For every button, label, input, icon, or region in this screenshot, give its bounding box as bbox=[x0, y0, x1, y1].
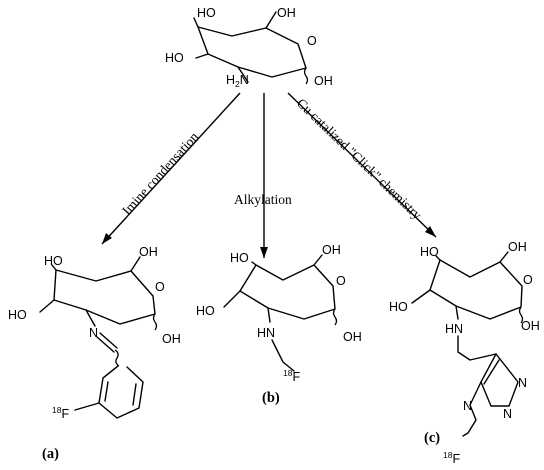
oh-label: OH bbox=[322, 243, 341, 257]
triazole-n1-label: N bbox=[463, 399, 472, 413]
oh-label: OH bbox=[521, 319, 540, 333]
ho-label: HO bbox=[197, 6, 216, 20]
oh-label: OH bbox=[508, 240, 527, 254]
imine-nitrogen-label: N bbox=[89, 326, 98, 340]
click-arrowhead bbox=[425, 226, 436, 237]
ho-label: HO bbox=[389, 300, 408, 314]
alkylation-label: Alkylation bbox=[234, 192, 292, 207]
triazole-n2-label: N bbox=[503, 407, 512, 421]
click-arrow bbox=[287, 92, 437, 238]
oh-label: OH bbox=[343, 330, 362, 344]
fluorine-18-label: 18F bbox=[443, 450, 460, 466]
reaction-arrows bbox=[101, 92, 437, 258]
ring-oxygen-label: O bbox=[307, 34, 317, 48]
amine-hn-label: HN bbox=[445, 322, 463, 336]
imine-arrow bbox=[101, 92, 241, 245]
alkylation-arrowhead bbox=[260, 247, 268, 258]
fluorine-18-label: 18F bbox=[283, 368, 300, 384]
oh-label: OH bbox=[139, 245, 158, 259]
glucosamine-structure: HO OH O HO OH H2N bbox=[165, 6, 333, 89]
click-chemistry-label: Cu catalized "Click" chemistry bbox=[294, 95, 425, 222]
oh-label: OH bbox=[162, 332, 181, 346]
amine-h2n-label: H2N bbox=[226, 73, 249, 89]
oh-label: OH bbox=[277, 6, 296, 20]
ho-label: HO bbox=[8, 308, 27, 322]
amine-hn-label: HN bbox=[257, 326, 275, 340]
imine-condensation-label: Imine condensation bbox=[119, 129, 201, 218]
caption-c: (c) bbox=[424, 430, 440, 446]
ho-label: HO bbox=[230, 251, 249, 265]
product-b-structure: HO OH O HO HN OH 18F bbox=[196, 243, 362, 384]
ring-oxygen-label: O bbox=[155, 280, 165, 294]
fluorine-18-label: 18F bbox=[52, 405, 69, 421]
triazole-n3-label: N bbox=[518, 376, 527, 390]
product-c-structure: HO OH O HO HN OH N N N 18F bbox=[389, 240, 540, 466]
ho-label: HO bbox=[44, 254, 63, 268]
caption-b: (b) bbox=[262, 390, 280, 406]
ho-label: HO bbox=[196, 304, 215, 318]
ring-oxygen-label: O bbox=[523, 273, 533, 287]
ho-label: HO bbox=[420, 245, 439, 259]
ho-label: HO bbox=[165, 51, 184, 65]
oh-label: OH bbox=[314, 74, 333, 88]
product-a-structure: HO OH O HO N OH 18F bbox=[8, 245, 181, 421]
caption-a: (a) bbox=[42, 446, 59, 462]
ring-oxygen-label: O bbox=[336, 274, 346, 288]
imine-arrowhead bbox=[102, 233, 112, 244]
